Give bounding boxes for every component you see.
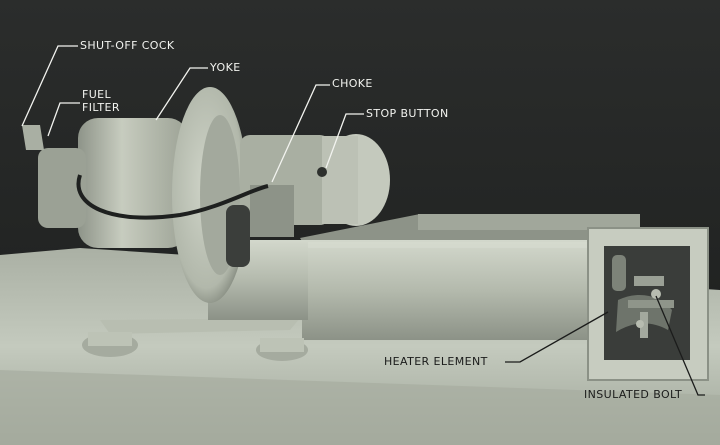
heater-box-highlight [302,242,602,248]
leader-shut-off-cock [21,45,78,127]
label-insulated-bolt: INSULATED BOLT [584,388,683,401]
fuel-filter-body [38,148,86,228]
stop-button-knob [317,167,327,177]
leader-heater-element [505,311,609,363]
label-stop-button: STOP BUTTON [366,107,449,120]
leader-fuel-filter [47,102,80,137]
engine-base-plate [100,318,300,334]
choke-lever [226,205,250,267]
label-yoke: YOKE [210,61,241,74]
leader-yoke [155,67,208,121]
label-fuel-filter-line2: FILTER [82,101,120,114]
table-front-edge [0,370,720,445]
leader-choke [271,84,330,183]
leader-insulated-bolt [655,295,705,396]
leader-stop-button [325,113,364,169]
label-choke: CHOKE [332,77,373,90]
engine-drum [78,118,188,248]
label-shut-off-cock: SHUT-OFF COCK [80,39,175,52]
heater-box-top-lid [418,214,640,230]
carburettor [250,185,294,237]
fuel-hose [76,174,269,220]
heater-element-assembly [612,255,674,338]
label-fuel-filter-line1: FUEL [82,88,112,101]
heater-box-front [302,240,602,340]
shut-off-cock-valve [22,125,44,150]
label-heater-element: HEATER ELEMENT [384,355,488,368]
